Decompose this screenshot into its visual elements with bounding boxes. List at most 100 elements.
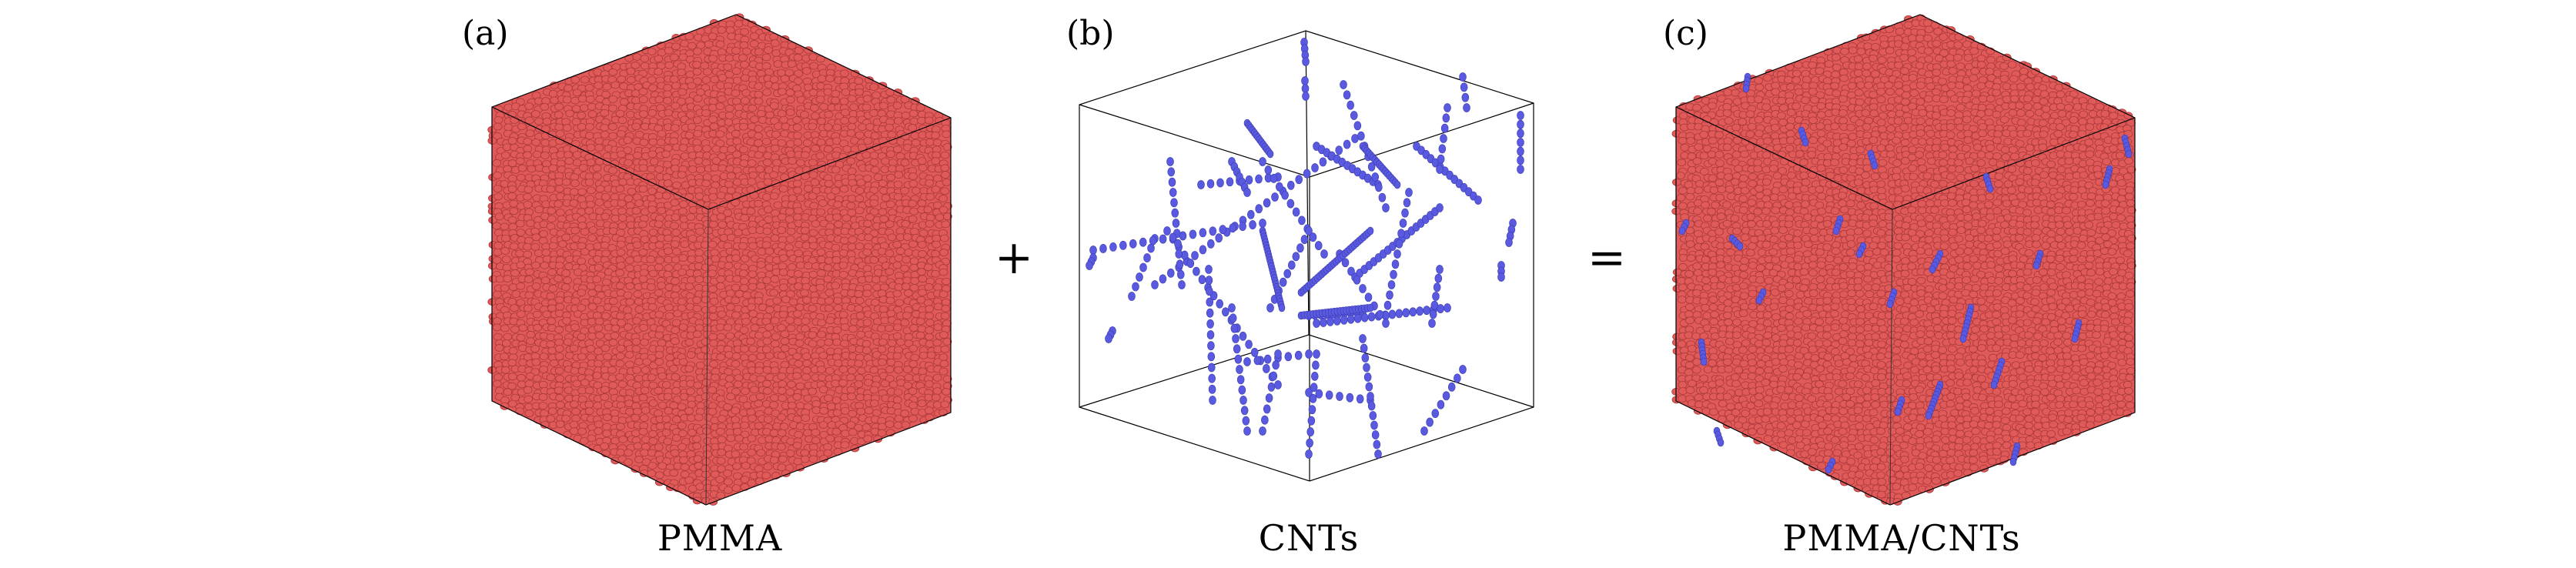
- pmma-bead: [785, 95, 795, 104]
- cnt-bead: [1347, 100, 1354, 110]
- pmma-bead: [777, 443, 786, 451]
- pmma-bead: [802, 296, 811, 304]
- cnt-bead: [1336, 392, 1343, 401]
- pmma-bead: [764, 46, 773, 54]
- pmma-bead: [2002, 82, 2012, 91]
- pmma-bead: [1816, 144, 1826, 152]
- pmma-bead: [602, 429, 612, 438]
- cnt-bead: [1229, 313, 1237, 323]
- pmma-bead: [1986, 144, 1996, 152]
- pmma-bead: [1971, 89, 1981, 98]
- cnt-bead: [1375, 182, 1383, 192]
- pmma-bead: [655, 422, 665, 430]
- pmma-bead: [631, 61, 641, 69]
- pmma-bead: [895, 299, 905, 307]
- pmma-bead: [1887, 110, 1897, 119]
- cnt-bead: [1428, 319, 1436, 328]
- cnt-bead: [1284, 352, 1293, 362]
- pmma-bead: [1902, 91, 1911, 99]
- pmma-bead: [557, 240, 567, 249]
- pmma-bead: [862, 95, 872, 103]
- pmma-bead: [487, 262, 497, 270]
- pmma-bead: [1830, 82, 1840, 90]
- cnt-bead: [1171, 208, 1179, 218]
- cnt-bead: [1206, 286, 1213, 296]
- pmma-bead: [940, 345, 950, 353]
- pmma-bead: [1692, 157, 1702, 165]
- pmma-bead: [1686, 137, 1695, 145]
- pmma-bead: [1785, 122, 1795, 131]
- pmma-bead: [1907, 48, 1917, 57]
- pmma-bead: [794, 359, 804, 368]
- cnt-bead: [1395, 239, 1403, 249]
- cnt-bead: [1234, 354, 1243, 364]
- pmma-bead: [661, 381, 671, 389]
- pmma-bead: [569, 427, 579, 436]
- pmma-bead: [901, 112, 911, 119]
- pmma-bead: [2022, 129, 2032, 138]
- cnt-bead: [1199, 245, 1207, 255]
- pmma-bead: [2009, 95, 2019, 103]
- pmma-bead: [802, 359, 812, 368]
- pmma-bead: [671, 213, 681, 222]
- pmma-bead: [616, 344, 626, 352]
- pmma-bead: [1869, 185, 1879, 194]
- pmma-bead: [908, 179, 918, 188]
- pmma-bead: [915, 331, 925, 339]
- pmma-bead: [739, 284, 749, 292]
- pmma-bead: [1877, 56, 1887, 64]
- pmma-bead: [664, 61, 674, 69]
- pmma-bead: [677, 443, 687, 451]
- pmma-bead: [570, 96, 580, 105]
- pmma-bead: [863, 435, 873, 443]
- cnt-bead: [1149, 236, 1157, 246]
- cnt-bead: [1314, 241, 1323, 251]
- cnt-bead: [1186, 259, 1195, 269]
- pmma-bead: [586, 200, 596, 209]
- pmma-bead: [840, 323, 850, 331]
- pmma-bead: [493, 242, 503, 249]
- pmma-bead: [762, 193, 771, 202]
- pmma-bead: [493, 248, 503, 256]
- pmma-bead: [617, 380, 627, 389]
- pmma-bead: [823, 275, 833, 283]
- cnt-bead: [1279, 277, 1287, 287]
- pmma-bead: [846, 386, 856, 394]
- pmma-bead: [869, 199, 879, 207]
- cnt-bead: [1243, 357, 1251, 366]
- pmma-bead: [572, 89, 582, 97]
- pmma-bead: [670, 222, 679, 230]
- cnt-bead: [1517, 119, 1524, 129]
- pmma-bead: [1946, 109, 1956, 117]
- pmma-bead: [687, 165, 698, 173]
- pmma-bead: [885, 324, 894, 332]
- cnt-bead: [1409, 307, 1417, 317]
- pmma-bead: [516, 173, 526, 182]
- pmma-bead: [839, 249, 848, 257]
- cnt-bead: [1517, 155, 1524, 165]
- pmma-bead: [1939, 159, 1949, 167]
- pmma-bead: [1868, 91, 1878, 99]
- pmma-bead: [641, 406, 651, 415]
- pmma-bead: [794, 430, 804, 439]
- pmma-bead: [1925, 82, 1935, 91]
- cnt-bead: [1159, 274, 1167, 284]
- pmma-bead: [754, 399, 764, 408]
- pmma-bead: [571, 105, 581, 113]
- pmma-bead: [827, 421, 837, 429]
- pmma-bead: [818, 421, 828, 429]
- cnt-bead: [1265, 393, 1273, 403]
- cnt-bead: [1232, 334, 1239, 343]
- pmma-bead: [595, 185, 605, 193]
- pmma-bead: [1963, 136, 1973, 144]
- pmma-bead: [694, 157, 704, 165]
- cnt-bead: [1367, 312, 1376, 322]
- pmma-bead: [539, 366, 548, 373]
- pmma-bead: [507, 175, 517, 182]
- pmma-bead: [654, 331, 664, 339]
- pmma-bead: [600, 442, 610, 450]
- pmma-bead: [1946, 172, 1955, 181]
- cnt-bead: [1312, 360, 1320, 370]
- pmma-bead: [1770, 124, 1780, 132]
- pmma-bead: [925, 413, 935, 422]
